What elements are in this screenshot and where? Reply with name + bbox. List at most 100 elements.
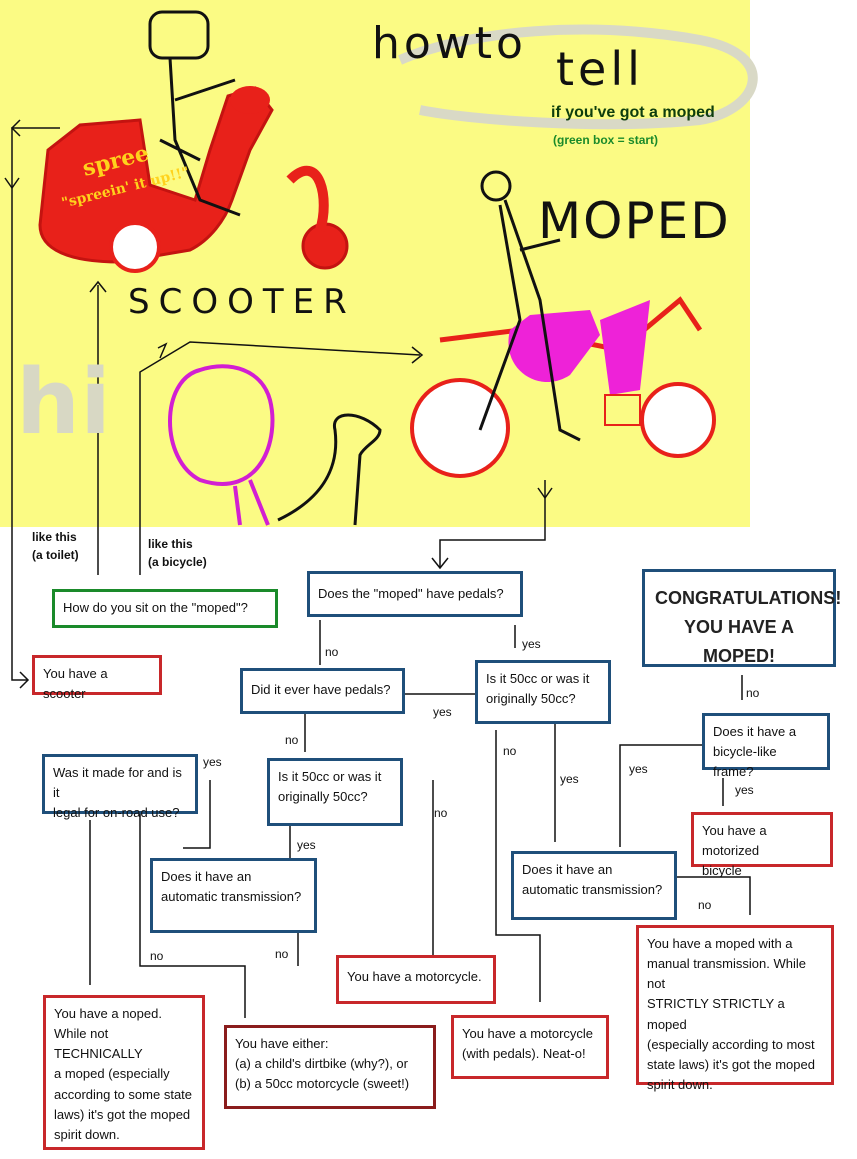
scribble-shape (398, 24, 758, 130)
edge-label-50cc-a-no: no (503, 744, 517, 758)
moped-handwritten-label: MOPED (538, 192, 731, 250)
edge-label-50cc-b-no: no (434, 806, 448, 820)
result-noped-line5: laws) it's got the moped (54, 1106, 191, 1122)
edge-label-bicycle: like this (a bicycle) (148, 537, 207, 569)
node-50cc-b-line2: originally 50cc? (278, 789, 368, 805)
start-legend-note: (green box = start) (553, 133, 659, 147)
node-congrats-line2: YOU HAVE A MOPED! (683, 616, 794, 666)
result-dirtbike-line2: (a) a child's dirtbike (why?), or (235, 1056, 408, 1072)
edge-label-toilet: like this (a toilet) (32, 530, 79, 562)
node-onroad-line2: legal for on-road use? (53, 805, 180, 821)
moped-rear-wheel-icon (410, 378, 510, 478)
result-noped-line6: spirit down. (54, 1126, 120, 1142)
scooter-rider-head-icon (148, 10, 210, 60)
result-manual-moped[interactable]: You have a moped with a manual transmiss… (636, 925, 834, 1092)
edge-label-50cc-a-yes: yes (560, 772, 579, 786)
node-50cc-a-line1: Is it 50cc or was it (486, 671, 590, 686)
edge-label-pedals-no: no (325, 645, 339, 659)
result-noped-line2: While not TECHNICALLY (54, 1026, 143, 1062)
node-congratulations[interactable]: CONGRATULATIONS! YOU HAVE A MOPED! (642, 569, 842, 667)
edge-label-auto-b-yes: yes (629, 762, 648, 776)
node-50cc-a-line2: originally 50cc? (486, 691, 576, 707)
title-line-2: tell (556, 42, 644, 96)
moped-pink-fairing (600, 300, 650, 395)
moped-front-wheel-icon (640, 382, 716, 458)
edge-label-ever-yes: yes (433, 705, 452, 719)
moped-rider-head-icon (480, 170, 512, 202)
arrowheads (4, 119, 553, 689)
node-50cc-b-line1: Is it 50cc or was it (278, 769, 382, 784)
node-has-pedals[interactable]: Does the "moped" have pedals? (307, 571, 523, 617)
result-noped-line4: according to some state (54, 1086, 193, 1102)
edge-label-ever-no: no (285, 733, 299, 747)
result-manual-line4: (especially according to most (647, 1036, 815, 1052)
node-start[interactable]: How do you sit on the "moped"? (52, 589, 278, 628)
scooter-rear-wheel-icon (109, 221, 161, 273)
moped-rider-body (478, 199, 581, 442)
result-manual-line6: spirit down. (647, 1076, 713, 1092)
node-50cc-a[interactable]: Is it 50cc or was it originally 50cc? (475, 660, 611, 724)
hi-scribble-text: hi (16, 350, 111, 455)
edge-label-congrats-no: no (746, 686, 760, 700)
moped-pink-tank (508, 310, 600, 383)
result-mc-pedals-line2: (with pedals). Neat-o! (462, 1046, 586, 1062)
node-automatic-a[interactable]: Does it have an automatic transmission? (150, 858, 317, 933)
result-noped[interactable]: You have a noped. While not TECHNICALLY … (43, 995, 205, 1150)
title-line-1: howto (372, 18, 527, 69)
node-on-road[interactable]: Was it made for and is it legal for on-r… (42, 754, 198, 820)
edge-label-auto-a-no: no (275, 947, 289, 961)
result-manual-line5: state laws) it's got the moped (647, 1056, 815, 1072)
node-start-text: How do you sit on the "moped"? (63, 600, 248, 615)
result-motorcycle-pedals[interactable]: You have a motorcycle (with pedals). Nea… (451, 1015, 609, 1079)
scooter-rider-body (159, 57, 241, 217)
edge-label-bicycle-line2: (a bicycle) (148, 555, 207, 569)
result-noped-line3: a moped (especially (54, 1066, 170, 1082)
edge-label-toilet-line2: (a toilet) (32, 548, 79, 562)
node-auto-a-line1: Does it have an (161, 869, 252, 884)
node-frame-line2: bicycle-like frame? (713, 744, 777, 780)
moped-basket-icon (604, 394, 641, 426)
camel-doodle (277, 413, 382, 526)
edge-label-onroad-no: no (150, 949, 164, 963)
result-motorized-line1: You have a motorized (702, 823, 767, 859)
node-onroad-line1: Was it made for and is it (53, 765, 182, 801)
result-manual-line1: You have a moped with a (647, 936, 793, 951)
pink-face-doodle (168, 364, 275, 486)
result-motorcycle[interactable]: You have a motorcycle. (336, 955, 496, 1004)
edge-label-bicycle-line1: like this (148, 537, 193, 551)
node-has-pedals-text: Does the "moped" have pedals? (318, 586, 504, 601)
result-mc-pedals-line1: You have a motorcycle (462, 1026, 594, 1041)
edge-label-frame-yes: yes (735, 783, 754, 797)
edge-label-toilet-line1: like this (32, 530, 77, 544)
node-ever-pedals[interactable]: Did it ever have pedals? (240, 668, 405, 714)
result-motorized-line2: bicycle (702, 863, 742, 879)
result-dirtbike-line3: (b) a 50cc motorcycle (sweet!) (235, 1076, 410, 1092)
node-bicycle-frame[interactable]: Does it have a bicycle-like frame? (702, 713, 830, 779)
result-dirtbike[interactable]: You have either: (a) a child's dirtbike … (224, 1025, 436, 1109)
node-frame-line1: Does it have a (713, 724, 797, 739)
node-auto-a-line2: automatic transmission? (161, 889, 302, 905)
node-ever-pedals-text: Did it ever have pedals? (251, 682, 391, 697)
scooter-handlebar-icon (230, 86, 270, 114)
result-scooter-text: You have a scooter (43, 666, 108, 702)
connector-lines (11, 127, 751, 1018)
result-motorcycle-text: You have a motorcycle. (347, 969, 482, 984)
result-motorized-bicycle[interactable]: You have a motorized bicycle (691, 812, 833, 878)
result-dirtbike-line1: You have either: (235, 1036, 329, 1051)
result-manual-line3: STRICTLY STRICTLY a moped (647, 996, 785, 1032)
node-automatic-b[interactable]: Does it have an automatic transmission? (511, 851, 677, 920)
node-congrats-line1: CONGRATULATIONS! (655, 588, 842, 608)
result-manual-line2: manual transmission. While not (647, 956, 806, 992)
scooter-body (38, 86, 274, 264)
result-scooter[interactable]: You have a scooter (32, 655, 162, 701)
node-auto-b-line2: automatic transmission? (522, 882, 663, 898)
result-noped-line1: You have a noped. (54, 1006, 162, 1021)
scooter-handwritten-label: SCOOTER (128, 282, 356, 322)
title-subtitle: if you've got a moped (551, 104, 715, 121)
edge-label-onroad-yes: yes (203, 755, 222, 769)
edge-label-auto-b-no: no (698, 898, 712, 912)
pink-doodle-neck (233, 479, 270, 526)
node-50cc-b[interactable]: Is it 50cc or was it originally 50cc? (267, 758, 403, 826)
